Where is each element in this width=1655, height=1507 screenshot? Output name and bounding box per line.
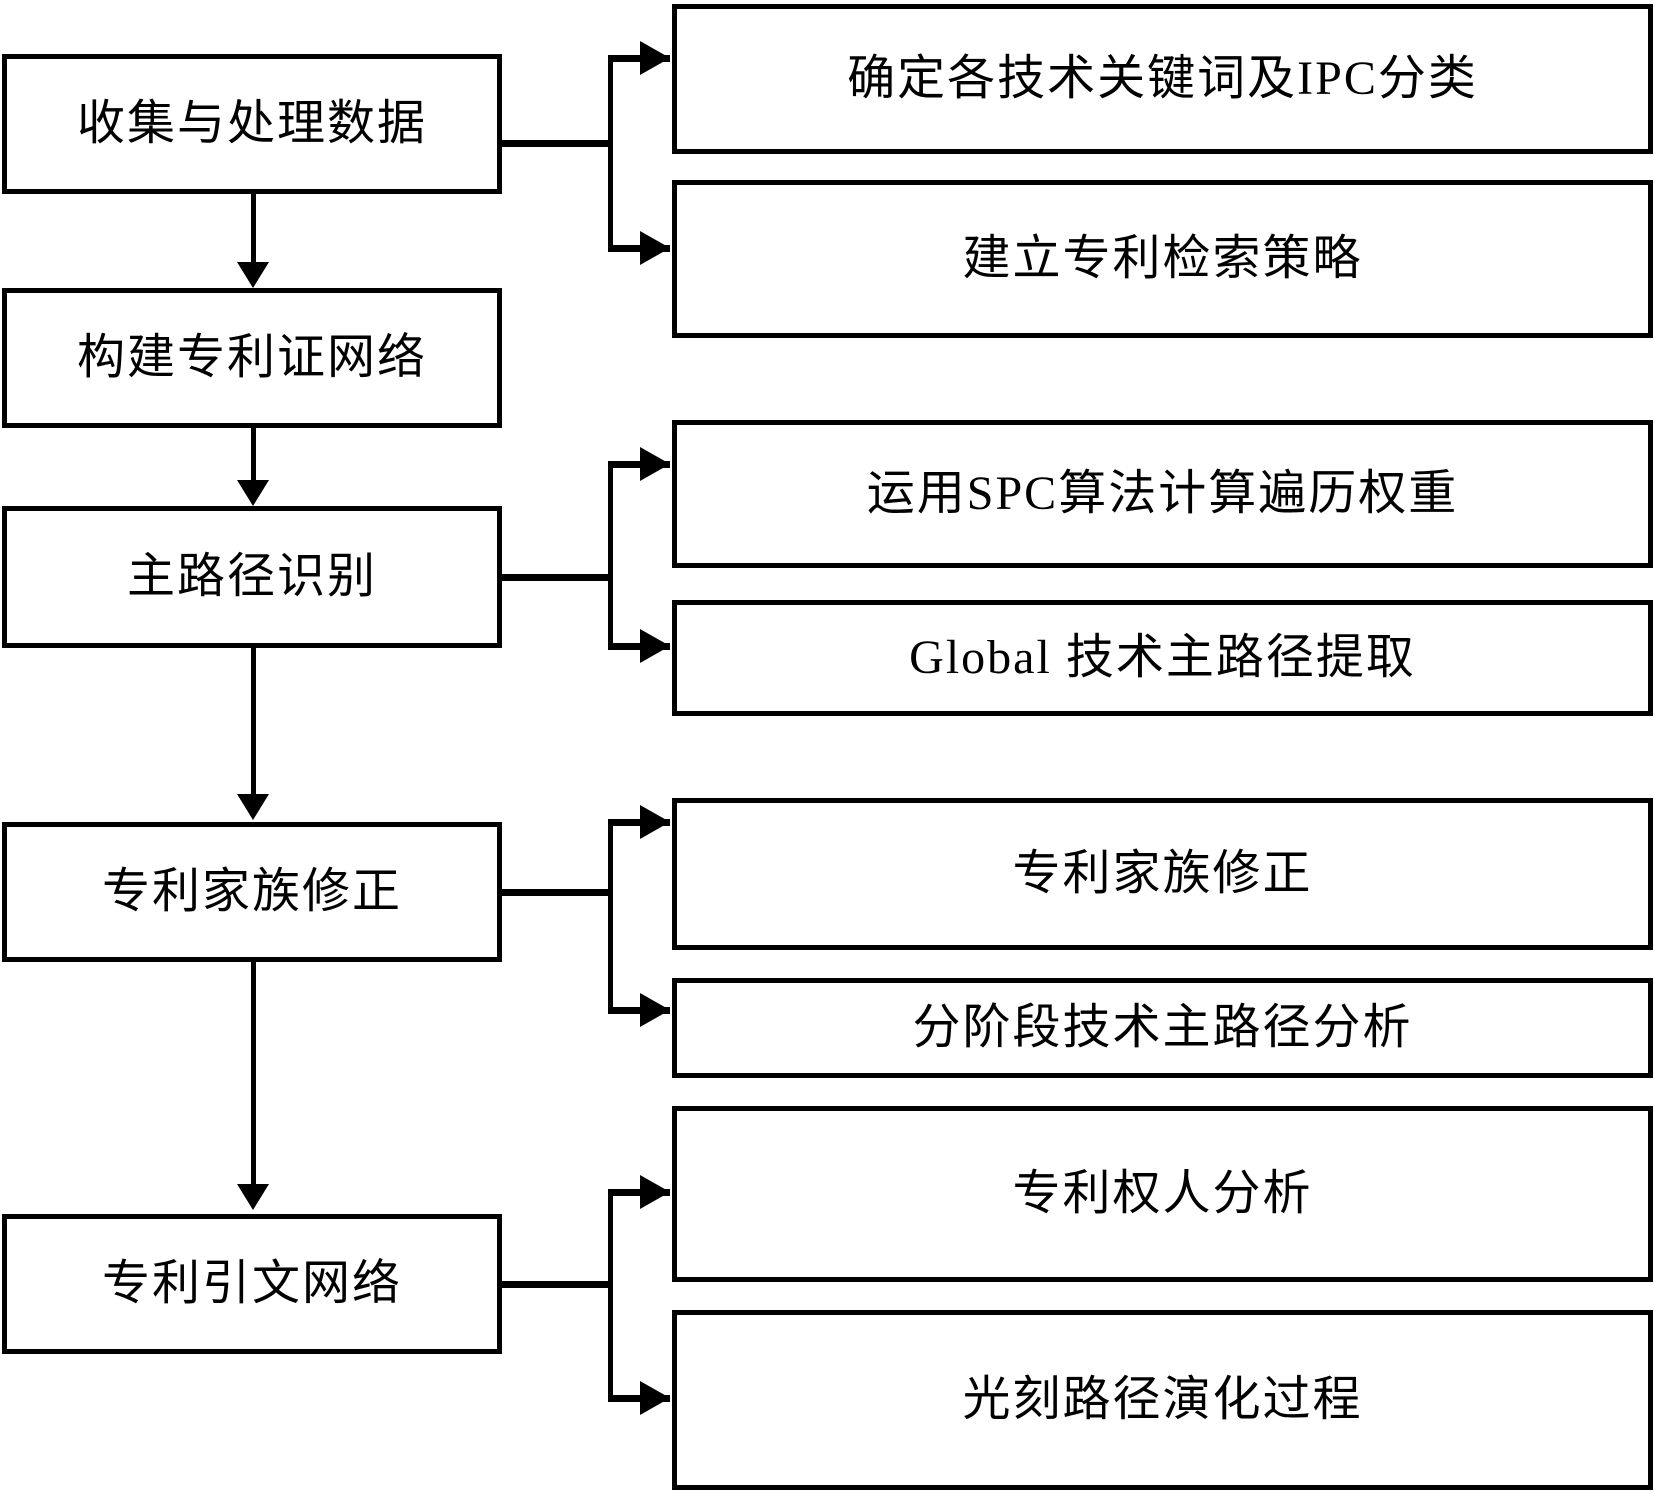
branch-connector-4-stem [500,1281,612,1288]
branch-connector-3-spine [608,822,613,1012]
node-spc-traversal-weight[interactable]: 运用SPC算法计算遍历权重 [672,420,1653,568]
branch-connector-2-stem [500,574,612,581]
node-staged-main-path-analysis[interactable]: 分阶段技术主路径分析 [672,978,1653,1078]
node-main-path-identification[interactable]: 主路径识别 [2,506,502,648]
node-collect-process-data[interactable]: 收集与处理数据 [2,54,502,194]
node-label: 专利引文网络 [101,1256,402,1310]
flow-edge-step3-step4-line [251,648,256,796]
node-label: 主路径识别 [126,549,377,603]
branch-connector-3-stem [500,889,612,896]
branch-connector-3b-arrowhead [640,993,670,1027]
node-label: 专利家族修正 [1012,846,1313,900]
flow-edge-step2-step3-arrowhead [237,480,269,506]
node-label: 光刻路径演化过程 [962,1372,1363,1426]
node-lithography-path-evolution[interactable]: 光刻路径演化过程 [672,1310,1653,1490]
branch-connector-2b-arrowhead [640,629,670,663]
branch-connector-4-spine [608,1192,613,1400]
node-build-patent-network[interactable]: 构建专利证网络 [2,288,502,428]
branch-connector-1b-line [608,245,670,252]
branch-connector-1a-arrowhead [640,41,670,75]
node-label: 确定各技术关键词及IPC分类 [847,51,1478,105]
flow-edge-step1-step2-arrowhead [237,262,269,288]
node-global-main-path-extraction[interactable]: Global 技术主路径提取 [672,600,1653,716]
branch-connector-2a-line [608,461,670,468]
node-label: Global 技术主路径提取 [909,630,1416,684]
branch-connector-4a-arrowhead [640,1175,670,1209]
flow-edge-step2-step3-line [251,428,256,482]
branch-connector-3b-line [608,1007,670,1014]
flow-edge-step3-step4-arrowhead [237,794,269,820]
node-label: 分阶段技术主路径分析 [912,1000,1413,1054]
node-determine-keywords-ipc[interactable]: 确定各技术关键词及IPC分类 [672,4,1653,154]
node-patent-family-correction-branch[interactable]: 专利家族修正 [672,798,1653,950]
branch-connector-1b-arrowhead [640,231,670,265]
node-label: 专利权人分析 [1012,1166,1313,1220]
branch-connector-1a-line [608,55,670,62]
branch-connector-1-stem [500,140,612,147]
branch-connector-2-spine [608,464,613,648]
node-patentee-analysis[interactable]: 专利权人分析 [672,1106,1653,1282]
branch-connector-1-spine [608,58,613,250]
node-build-search-strategy[interactable]: 建立专利检索策略 [672,180,1653,338]
branch-connector-4b-line [608,1395,670,1402]
branch-connector-4a-line [608,1189,670,1196]
node-label: 建立专利检索策略 [962,231,1363,285]
node-patent-citation-network[interactable]: 专利引文网络 [2,1214,502,1354]
branch-connector-4b-arrowhead [640,1381,670,1415]
node-label: 构建专利证网络 [76,330,427,384]
branch-connector-2a-arrowhead [640,447,670,481]
branch-connector-3a-line [608,819,670,826]
node-patent-family-correction[interactable]: 专利家族修正 [2,822,502,962]
flow-edge-step1-step2-line [251,194,256,264]
branch-connector-3a-arrowhead [640,805,670,839]
node-label: 专利家族修正 [101,864,402,918]
node-label: 收集与处理数据 [76,96,427,150]
flow-edge-step4-step5-arrowhead [237,1184,269,1210]
branch-connector-2b-line [608,643,670,650]
node-label: 运用SPC算法计算遍历权重 [866,466,1459,520]
flow-edge-step4-step5-line [251,962,256,1186]
